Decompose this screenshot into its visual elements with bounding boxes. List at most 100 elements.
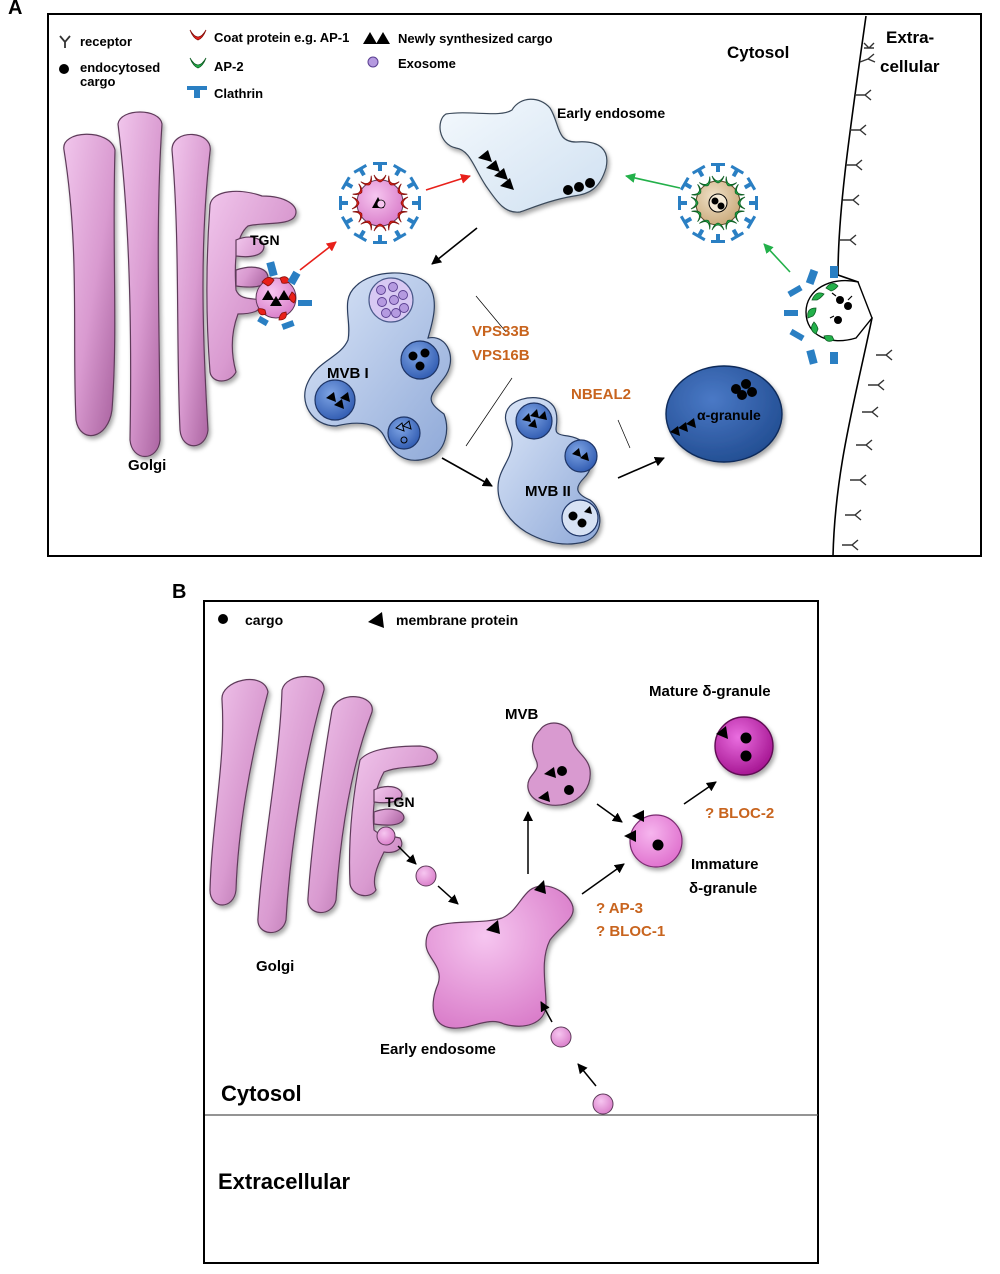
legend-endocytosed-1: endocytosed bbox=[80, 60, 160, 75]
ap2-subunit bbox=[691, 184, 702, 196]
ap2-subunit bbox=[725, 219, 737, 230]
legend-a: receptor endocytosed cargo Coat protein … bbox=[59, 29, 553, 101]
ap2-subunit bbox=[691, 210, 702, 222]
mvb-2-vesicle-bottom bbox=[561, 499, 599, 537]
ap1-coated-vesicle bbox=[339, 162, 421, 244]
mvb-1-vesicle-cargo bbox=[400, 340, 440, 380]
cytosol-label-a: Cytosol bbox=[727, 43, 789, 62]
arrows-a bbox=[299, 173, 791, 487]
mature-label: Mature δ-granule bbox=[649, 683, 771, 700]
legend-cargo: cargo bbox=[245, 612, 283, 628]
ap2-subunit bbox=[690, 196, 699, 210]
tgn-label-a: TGN bbox=[250, 232, 280, 248]
clathrin-icon bbox=[187, 86, 207, 98]
clathrin-triskelion bbox=[679, 176, 693, 191]
clathrin-triskelion bbox=[373, 235, 387, 244]
receptor-icon bbox=[59, 35, 71, 48]
legend-ap2: AP-2 bbox=[214, 59, 244, 74]
immature-label-1: Immature bbox=[691, 856, 759, 873]
arrows-b bbox=[397, 781, 717, 1087]
mvb-2-vesicle-mid bbox=[564, 439, 598, 473]
tgn-label-b: TGN bbox=[385, 794, 415, 810]
legend-receptor: receptor bbox=[80, 34, 132, 49]
panel-b: B cargo membrane protein Golgi TGN Early… bbox=[172, 581, 819, 1264]
panel-a: A receptor endocytosed carg bbox=[8, 0, 982, 557]
legend-membrane-protein: membrane protein bbox=[396, 612, 518, 628]
coat-protein-subunit bbox=[360, 220, 372, 231]
immature-label-2: δ-granule bbox=[689, 880, 757, 897]
coat-protein-subunit bbox=[352, 183, 363, 195]
exosome-icon bbox=[367, 56, 379, 68]
nbeal2-label: NBEAL2 bbox=[571, 386, 631, 403]
endocytic-vesicle-b-1 bbox=[550, 1026, 572, 1048]
clathrin-triskelion bbox=[341, 176, 354, 191]
endocytic-vesicle-b-2 bbox=[592, 1093, 614, 1115]
clathrin-triskelion bbox=[730, 164, 745, 178]
ap3-label: ? AP-3 bbox=[596, 900, 643, 917]
clathrin-triskelion bbox=[711, 163, 725, 172]
mvb-label-b: MVB bbox=[505, 706, 539, 723]
ap2-subunit bbox=[711, 222, 725, 231]
tgn-budding-vesicle bbox=[255, 261, 312, 330]
coat-protein-subunit bbox=[373, 174, 387, 183]
legend-exosome: Exosome bbox=[398, 56, 456, 71]
cytosol-label-b: Cytosol bbox=[221, 1081, 302, 1106]
coat-protein-subunit bbox=[351, 196, 360, 210]
coat-protein-subunit bbox=[360, 175, 372, 186]
legend-new-cargo: Newly synthesized cargo bbox=[398, 31, 553, 46]
panel-a-letter: A bbox=[8, 0, 22, 19]
clathrin-triskelion bbox=[711, 234, 725, 243]
panel-b-letter: B bbox=[172, 581, 186, 603]
vps16b-label: VPS16B bbox=[472, 347, 530, 364]
cargo-icon bbox=[218, 614, 228, 624]
golgi-b bbox=[209, 676, 438, 934]
clathrin-triskelion bbox=[406, 176, 419, 191]
coat-protein-subunit bbox=[397, 211, 408, 223]
tgn-bud-b bbox=[376, 826, 396, 846]
clathrin-triskelion bbox=[392, 164, 407, 177]
mvb-1-vesicle-small bbox=[387, 416, 421, 450]
golgi-label-a: Golgi bbox=[128, 457, 166, 474]
legend-coat: Coat protein e.g. AP-1 bbox=[214, 30, 349, 45]
mvb-b bbox=[527, 722, 591, 806]
coat-protein-subunit bbox=[397, 183, 408, 195]
clathrin-triskelion bbox=[341, 215, 354, 230]
mvb-2-label: MVB II bbox=[525, 483, 571, 500]
legend-endocytosed-2: cargo bbox=[80, 74, 115, 89]
clathrin-triskelion bbox=[691, 164, 706, 178]
coat-protein-icon bbox=[189, 29, 207, 41]
bloc1-label: ? BLOC-1 bbox=[596, 923, 665, 940]
clathrin-triskelion bbox=[392, 229, 407, 242]
clathrin-triskelion bbox=[412, 196, 421, 210]
coat-protein-subunit bbox=[388, 175, 400, 186]
clathrin-triskelion bbox=[353, 229, 368, 242]
extracellular-label-b: Extracellular bbox=[218, 1169, 351, 1194]
endocytosed-cargo-icon bbox=[59, 64, 69, 74]
early-endosome-a bbox=[439, 98, 608, 213]
new-cargo-icon bbox=[363, 32, 390, 44]
ap2-subunit bbox=[737, 196, 746, 210]
early-endosome-label-b: Early endosome bbox=[380, 1041, 496, 1058]
clathrin-triskelion bbox=[749, 196, 758, 210]
clathrin-triskelion bbox=[339, 196, 348, 210]
membrane-protein-icon bbox=[368, 612, 384, 628]
early-endosome-label-a: Early endosome bbox=[557, 105, 665, 121]
exosomes bbox=[376, 282, 409, 318]
extracellular-label-a-1: Extra- bbox=[886, 28, 934, 47]
golgi-label-b: Golgi bbox=[256, 958, 294, 975]
mvb-1-label: MVB I bbox=[327, 365, 369, 382]
clathrin-triskelion bbox=[743, 215, 757, 230]
clathrin-triskelion bbox=[679, 215, 693, 230]
clathrin-triskelion bbox=[691, 228, 706, 242]
clathrin-triskelion bbox=[743, 176, 757, 191]
bloc2-label: ? BLOC-2 bbox=[705, 805, 774, 822]
extracellular-label-a-2: cellular bbox=[880, 57, 940, 76]
clathrin-triskelion bbox=[406, 215, 419, 230]
ap2-subunit bbox=[699, 219, 711, 230]
transport-vesicle-b bbox=[415, 865, 437, 887]
vps33b-label: VPS33B bbox=[472, 323, 530, 340]
ap2-subunit bbox=[734, 184, 745, 196]
clathrin-coated-pit bbox=[784, 266, 873, 365]
membrane-receptors bbox=[840, 42, 893, 551]
